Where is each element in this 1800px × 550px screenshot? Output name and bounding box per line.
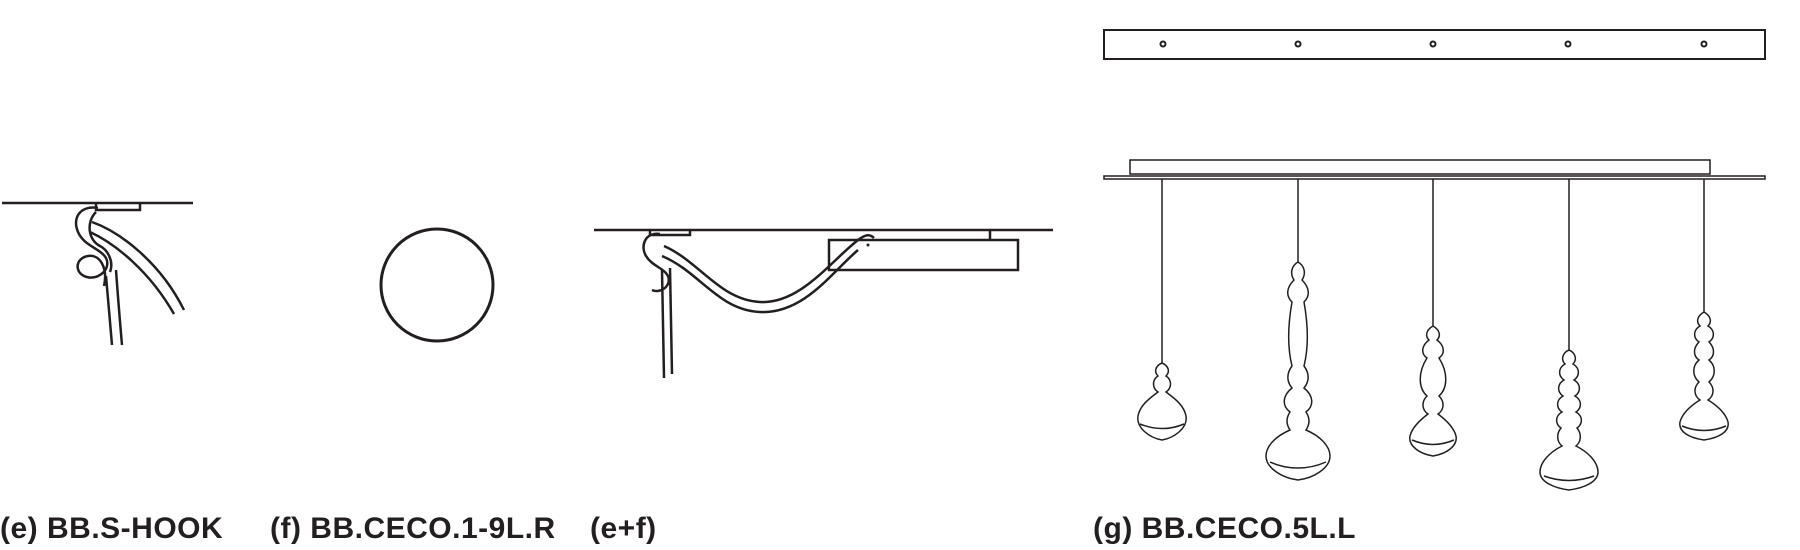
round-canopy (379, 227, 495, 343)
pendant-band-4 (1543, 475, 1595, 482)
caption-round-canopy: (f) BB.CECO.1-9L.R (270, 512, 556, 545)
caption-s-hook: (e) BB.S-HOOK (0, 512, 224, 545)
s-hook (74, 206, 109, 287)
cable-drop-combined-a (660, 269, 666, 379)
ceiling-plate (1103, 175, 1766, 180)
pendant-band-1 (1139, 423, 1185, 430)
cable-inner (89, 230, 176, 315)
mount-hole-5 (1700, 40, 1708, 48)
pendant-1 (1137, 179, 1187, 441)
mount-hole-4 (1564, 40, 1572, 48)
linear-chandelier-elevation (1103, 159, 1766, 491)
canopy-screw (866, 243, 870, 247)
mount-hole-3 (1429, 40, 1437, 48)
pendant-band-3 (1411, 439, 1455, 446)
hook-mount-combined (648, 230, 692, 237)
pendant-body-1 (1137, 362, 1187, 441)
caption-linear-chandelier: (g) BB.CECO.5L.L (1093, 512, 1356, 545)
pendant-body-4 (1539, 349, 1599, 491)
pendant-4 (1539, 179, 1599, 491)
round-canopy-drawing (379, 227, 495, 343)
cable-drop-combined-b (668, 267, 674, 375)
mount-hole-1 (1159, 40, 1167, 48)
hook-loop (88, 211, 113, 273)
pendant-body-3 (1409, 325, 1457, 457)
caption-combined: (e+f) (590, 512, 657, 545)
cable-outer (91, 220, 186, 311)
cable-drop-a (104, 275, 114, 346)
mount-hole-2 (1294, 40, 1302, 48)
s-hook-combined (642, 232, 671, 293)
canopy-plate-top (1103, 29, 1766, 60)
s-hook-drawing (2, 201, 193, 346)
pendant-3 (1409, 179, 1457, 457)
cable-combined-inner (661, 249, 859, 314)
pendant-5 (1679, 179, 1729, 441)
pendant-band-2 (1269, 461, 1327, 469)
canopy-body (1129, 159, 1711, 175)
cable-combined-outer (663, 234, 875, 304)
pendant-band-5 (1681, 425, 1727, 432)
linear-canopy-top-view (1103, 29, 1766, 60)
pendant-body-5 (1679, 311, 1729, 441)
canopy-side-view (827, 238, 1020, 272)
pendant-body-2 (1265, 261, 1331, 481)
pendant-2 (1265, 179, 1331, 481)
combined-drawing (594, 228, 1053, 379)
cable-drop-b (114, 269, 124, 346)
